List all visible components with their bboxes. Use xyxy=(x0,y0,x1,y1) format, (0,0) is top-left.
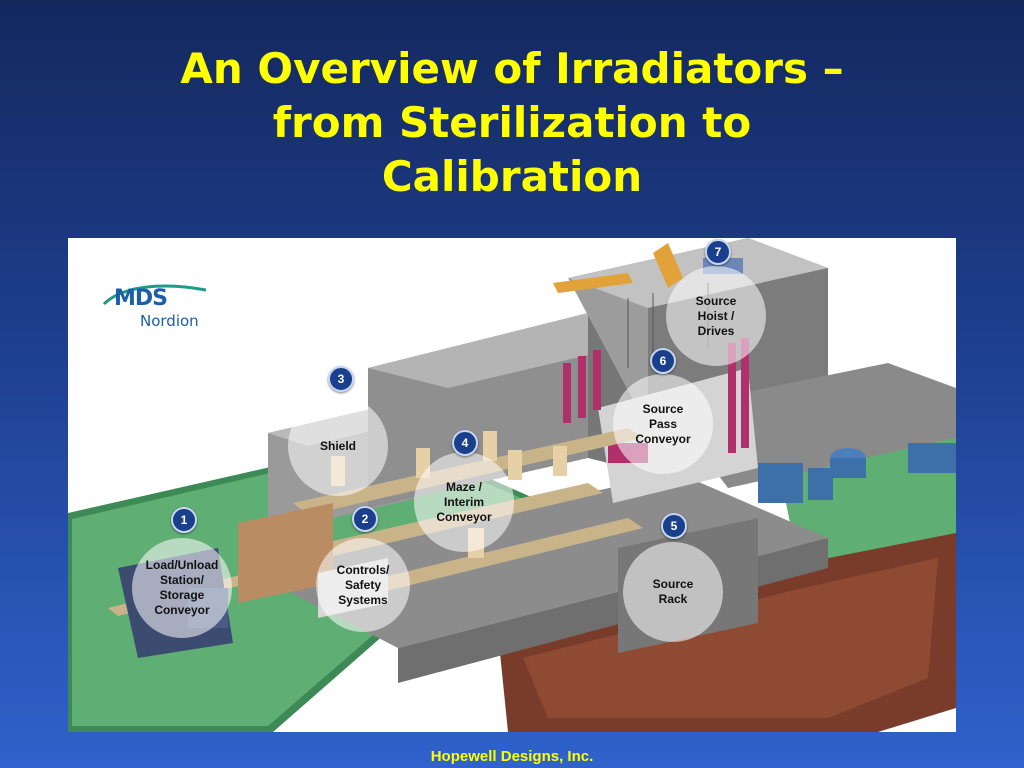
storage-rack xyxy=(238,503,333,603)
badge-4: 4 xyxy=(452,430,478,456)
mds-nordion-logo: MDS Nordion xyxy=(102,280,212,332)
source-rack-bar xyxy=(593,350,601,410)
callout-label: Source Rack xyxy=(652,577,694,606)
logo-swoosh-icon xyxy=(102,284,207,306)
badge-5: 5 xyxy=(661,513,687,539)
logo-nordion-text: Nordion xyxy=(140,312,199,330)
callout-label: Load/Unload Station/ Storage Conveyor xyxy=(145,558,219,617)
callout-label: Maze / Interim Conveyor xyxy=(436,479,492,524)
title-line-2: from Sterilization to xyxy=(272,98,752,147)
slide-title: An Overview of Irradiators – from Steril… xyxy=(60,42,964,204)
title-line-3: Calibration xyxy=(381,152,643,201)
badge-7: 7 xyxy=(705,239,731,265)
callout-source-rack: Source Rack xyxy=(623,542,723,642)
title-line-1: An Overview of Irradiators – xyxy=(180,44,844,93)
badge-3: 3 xyxy=(328,366,354,392)
callout-controls-safety: Controls/ Safety Systems xyxy=(316,538,410,632)
source-rack-bar xyxy=(741,338,749,448)
earth-cutaway-inner xyxy=(523,558,938,718)
product-tote xyxy=(483,431,497,461)
badge-1: 1 xyxy=(171,507,197,533)
callout-label: Shield xyxy=(319,438,356,453)
callout-load-unload: Load/Unload Station/ Storage Conveyor xyxy=(132,538,232,638)
source-rack-bar xyxy=(578,356,586,418)
callout-shield: Shield xyxy=(288,396,388,496)
product-tote xyxy=(508,450,522,480)
source-rack-bar xyxy=(563,363,571,423)
hoist-actuator xyxy=(553,273,633,293)
logo-mds-text: MDS xyxy=(114,286,168,311)
callout-source-pass: Source Pass Conveyor xyxy=(613,374,713,474)
badge-6: 6 xyxy=(650,348,676,374)
callout-label: Controls/ Safety Systems xyxy=(336,562,390,607)
facility-illustration xyxy=(68,238,956,732)
footer-credit: Hopewell Designs, Inc. xyxy=(430,748,594,765)
equipment-tank xyxy=(758,463,803,503)
badge-2: 2 xyxy=(352,506,378,532)
equipment-cylinder-body xyxy=(830,458,866,478)
callout-maze-interim: Maze / Interim Conveyor xyxy=(414,452,514,552)
source-rack-bar xyxy=(728,343,736,453)
hoist-actuator xyxy=(653,243,683,288)
equipment-box xyxy=(808,468,833,500)
product-tote xyxy=(553,446,567,476)
callout-source-hoist: Source Hoist / Drives xyxy=(666,266,766,366)
equipment-unit xyxy=(908,443,956,473)
callout-label: Source Hoist / Drives xyxy=(695,293,737,338)
callout-label: Source Pass Conveyor xyxy=(635,401,691,446)
irradiator-diagram: MDS Nordion Load/Unload Station/ Storage… xyxy=(68,238,956,732)
